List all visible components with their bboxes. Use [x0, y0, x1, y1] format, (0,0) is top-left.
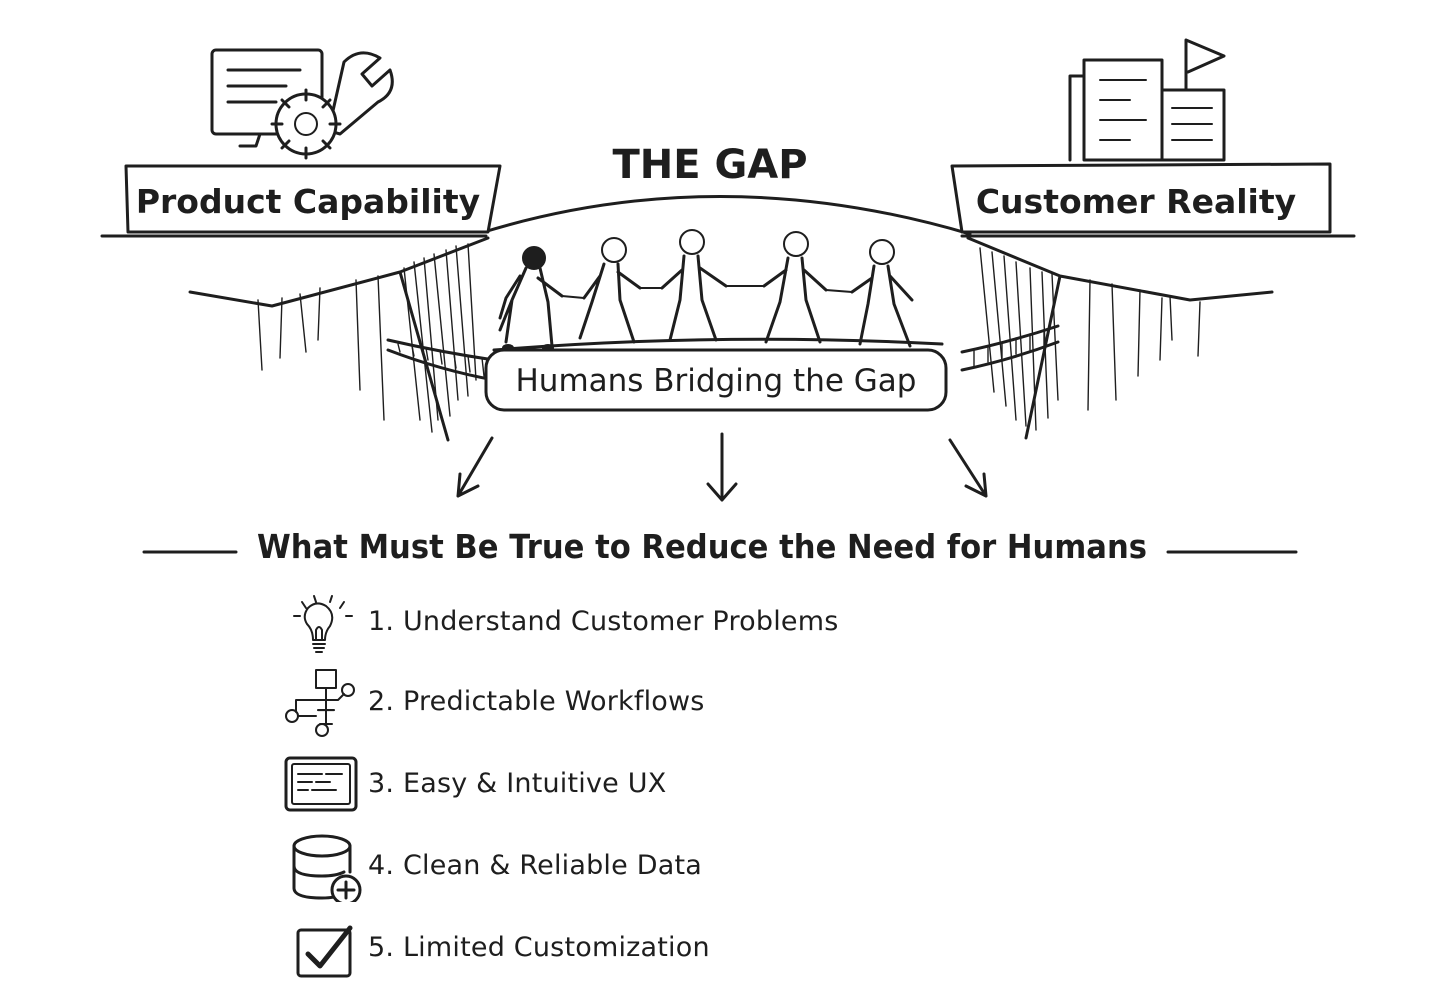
requirement-label-2: 2. Predictable Workflows: [368, 686, 705, 717]
requirement-label-4: 4. Clean & Reliable Data: [368, 850, 702, 881]
requirement-item-3: 3. Easy & Intuitive UX: [280, 750, 980, 820]
requirement-item-4: 4. Clean & Reliable Data: [280, 832, 980, 902]
requirement-item-2: 2. Predictable Workflows: [280, 668, 980, 738]
gap-title: THE GAP: [612, 142, 807, 188]
people-team: [498, 229, 914, 352]
product-capability-label: Product Capability: [136, 182, 480, 221]
requirement-item-5: 5. Limited Customization: [280, 914, 980, 984]
monitor-gear-wrench-icon: [210, 48, 394, 160]
arrow-center: [706, 432, 738, 502]
person-leader: [498, 246, 564, 352]
person-4: [762, 231, 828, 344]
arrow-left: [456, 436, 494, 498]
down-arrows: [456, 432, 988, 502]
person-2: [578, 237, 642, 344]
ui-screen-icon: [284, 756, 358, 812]
checkbox-checked-icon: [296, 925, 353, 978]
person-3: [660, 229, 728, 342]
requirement-label-1: 1. Understand Customer Problems: [368, 606, 839, 637]
bridge-label-box: [484, 348, 948, 412]
database-plus-icon: [292, 834, 362, 902]
right-platform: Customer Reality: [950, 162, 1356, 238]
shared-rope: [561, 285, 853, 299]
person-5: [850, 239, 914, 348]
arrow-right: [948, 438, 988, 498]
right-cliff: [966, 236, 1274, 440]
left-platform: Product Capability: [100, 164, 502, 238]
workflow-flowchart-icon: [285, 669, 355, 737]
customer-reality-label: Customer Reality: [976, 182, 1296, 221]
left-cliff: [188, 236, 490, 442]
requirement-label-3: 3. Easy & Intuitive UX: [368, 768, 667, 799]
section-heading: What Must Be True to Reduce the Need for…: [257, 527, 1147, 566]
gap-arch: [482, 195, 972, 236]
requirement-label-5: 5. Limited Customization: [368, 932, 710, 963]
lightbulb-icon: [293, 595, 353, 653]
bridge-label: Humans Bridging the Gap: [515, 363, 916, 399]
requirement-item-1: 1. Understand Customer Problems: [280, 588, 980, 658]
office-buildings-flag-icon: [1068, 38, 1226, 162]
rope-bridge: [386, 324, 1060, 382]
